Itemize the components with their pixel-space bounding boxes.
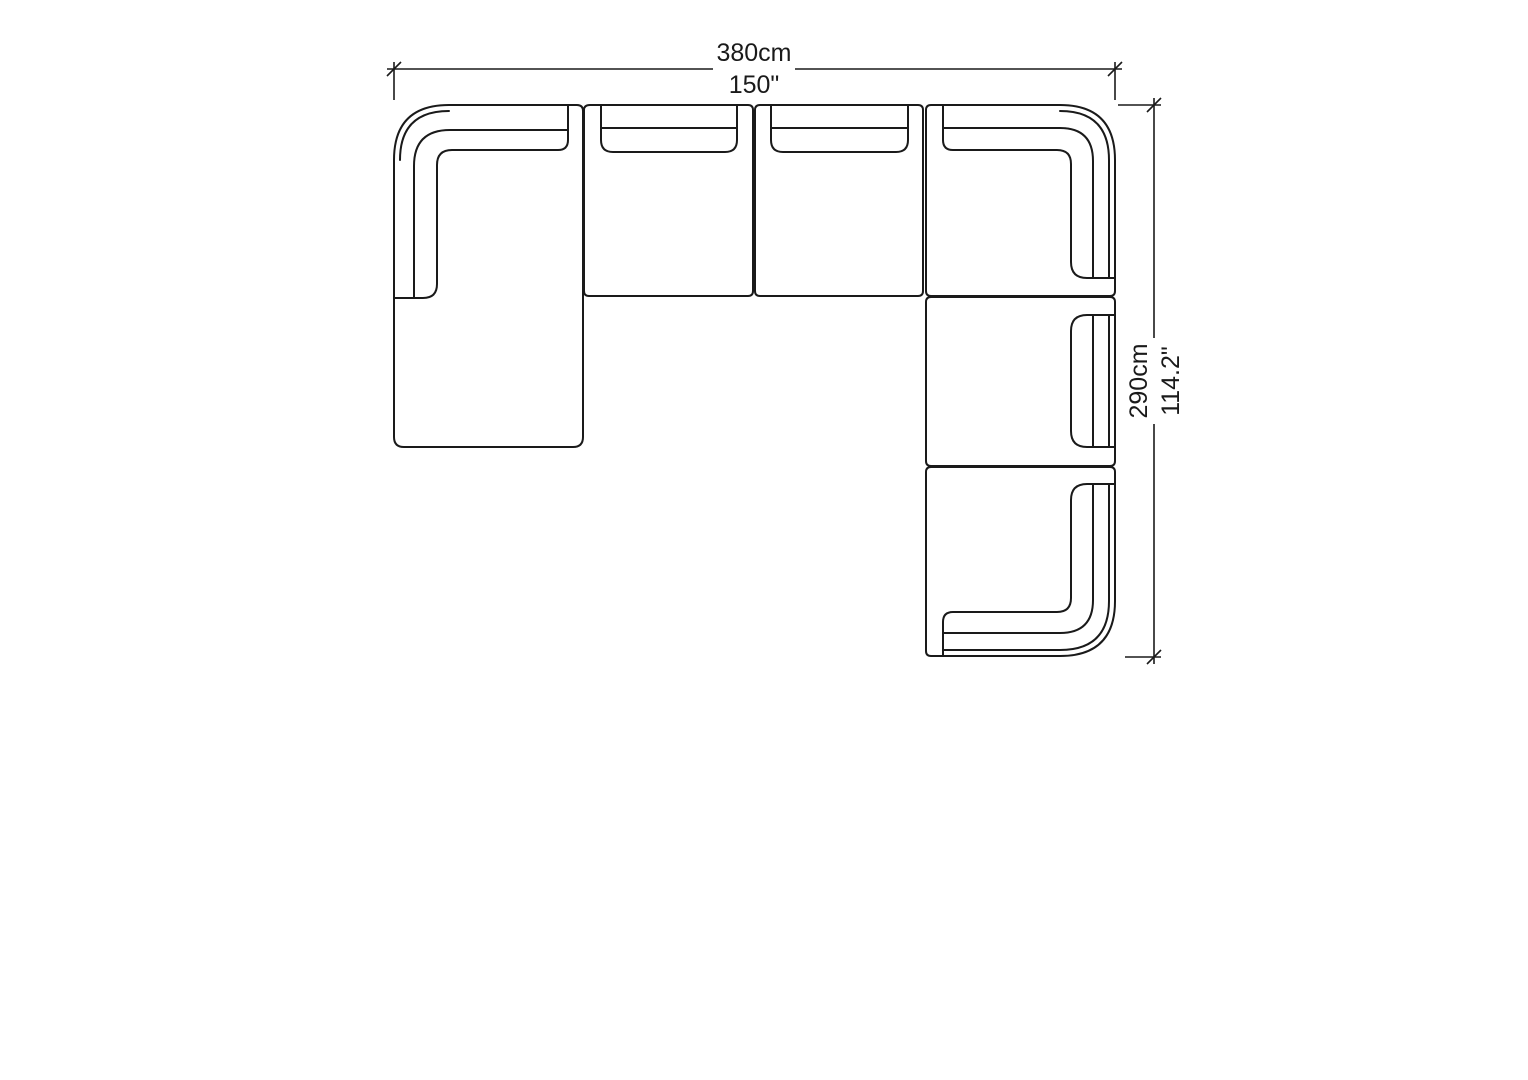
right-arm-seat-module bbox=[925, 296, 1116, 467]
depth-inch-label: 114.2" bbox=[1157, 346, 1185, 416]
corner-module-right bbox=[925, 104, 1116, 297]
width-inch-label: 150" bbox=[729, 71, 780, 99]
depth-dimension: 290cm 114.2" bbox=[1118, 97, 1185, 665]
width-cm-label: 380cm bbox=[716, 39, 791, 67]
chaise-corner-module bbox=[393, 104, 584, 448]
width-dimension: 380cm 150" bbox=[386, 39, 1123, 100]
depth-cm-label: 290cm bbox=[1125, 343, 1153, 418]
end-corner-module bbox=[925, 466, 1116, 657]
armless-seat-module-1 bbox=[583, 104, 754, 297]
armless-seat-module-2 bbox=[754, 104, 924, 297]
